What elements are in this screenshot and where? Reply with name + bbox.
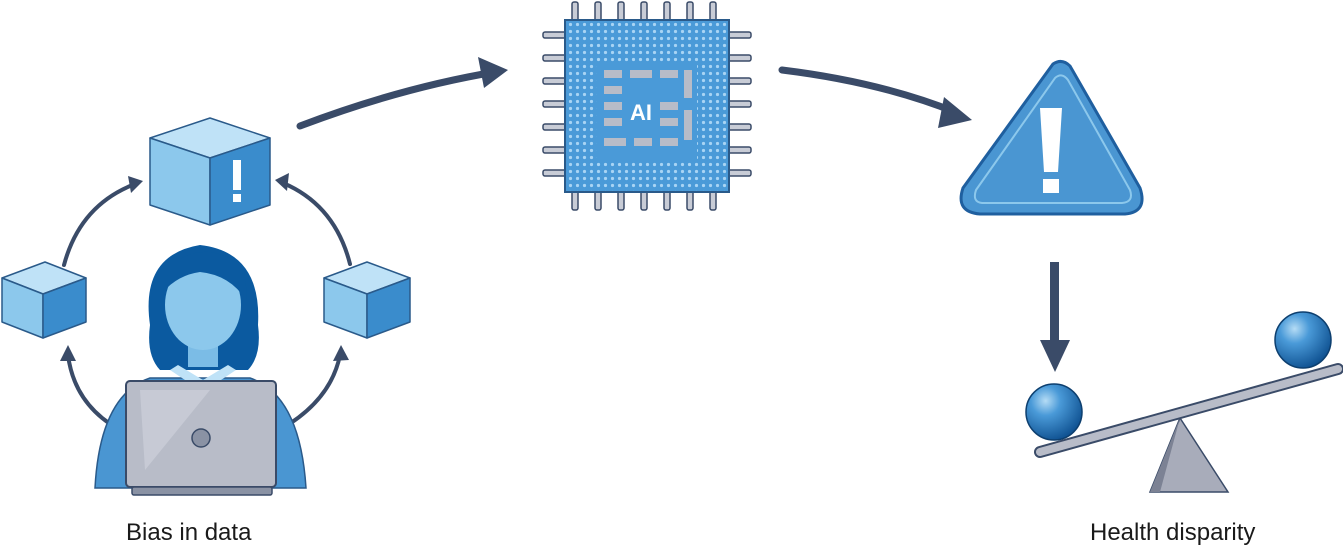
- chip-pin: [726, 169, 752, 177]
- ball-icon: [1274, 311, 1332, 369]
- arrow-data-to-ai-head: [478, 57, 508, 88]
- caption-health-disparity: Health disparity: [1090, 519, 1256, 546]
- ai-chip-icon: AI: [542, 1, 752, 211]
- warning-exclamation-icon: [233, 160, 241, 190]
- cube-icon: [1, 261, 87, 339]
- arrow-warning-to-seesaw-head: [1040, 340, 1070, 372]
- chip-pin: [542, 146, 568, 154]
- ball-icon: [1025, 383, 1083, 441]
- arrow-data-to-ai: [296, 68, 499, 130]
- chip-pin: [542, 54, 568, 62]
- chip-pin: [542, 123, 568, 131]
- arrow-warning-to-seesaw: [1050, 262, 1059, 342]
- chip-pin: [542, 100, 568, 108]
- chip-pin: [726, 100, 752, 108]
- laptop-icon: [125, 380, 277, 496]
- caption-bias-in-data: Bias in data: [126, 519, 252, 546]
- chip-pin: [542, 169, 568, 177]
- chip-pin: [726, 54, 752, 62]
- ai-chip-label: AI: [630, 100, 652, 125]
- arrow-ai-to-warning: [778, 66, 959, 116]
- warning-triangle-icon: [959, 59, 1144, 216]
- chip-pin: [542, 77, 568, 85]
- cycle-arrowheads: [60, 173, 349, 361]
- chip-pin: [726, 146, 752, 154]
- chip-pin: [726, 77, 752, 85]
- cycle-arrow-left-up: [62, 182, 137, 267]
- chip-pin: [542, 31, 568, 39]
- chip-pin: [726, 123, 752, 131]
- chip-pin: [726, 31, 752, 39]
- data-cube-warning-icon: [149, 117, 271, 226]
- seesaw-icon: [1034, 363, 1343, 493]
- cube-icon: [323, 261, 411, 339]
- cycle-arrow-right-up: [281, 181, 352, 266]
- arrow-ai-to-warning-head: [938, 97, 972, 128]
